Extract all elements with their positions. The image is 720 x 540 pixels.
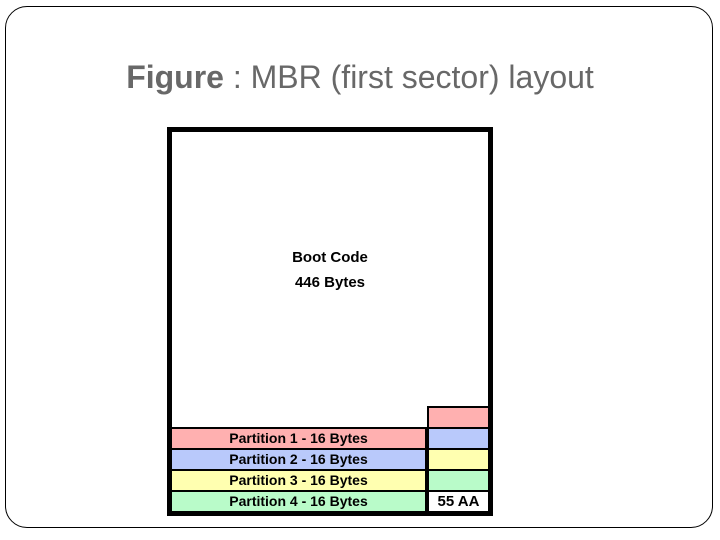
signature-cell-0 xyxy=(427,406,488,427)
page-title-strong: Figure xyxy=(126,59,224,95)
signature-cell-boot-signature: 55 AA xyxy=(427,490,488,511)
partition-row-1-label: Partition 1 - 16 Bytes xyxy=(229,430,368,446)
partition-row-4: Partition 4 - 16 Bytes xyxy=(172,490,427,511)
partition-row-3-label: Partition 3 - 16 Bytes xyxy=(229,472,368,488)
mbr-sector-box: Boot Code 446 Bytes 55 AA Partition 1 - xyxy=(167,127,493,516)
partition-row-4-label: Partition 4 - 16 Bytes xyxy=(229,493,368,509)
page-title: Figure : MBR (first sector) layout xyxy=(0,58,720,96)
partition-row-2: Partition 2 - 16 Bytes xyxy=(172,448,427,469)
boot-code-title: Boot Code xyxy=(292,249,368,266)
boot-signature-label: 55 AA xyxy=(437,493,480,510)
mbr-sector-inner: Boot Code 446 Bytes 55 AA Partition 1 - xyxy=(172,132,488,511)
boot-code-label: Boot Code 446 Bytes xyxy=(172,245,488,295)
signature-cell-2 xyxy=(427,448,488,469)
partition-row-2-label: Partition 2 - 16 Bytes xyxy=(229,451,368,467)
partition-row-1: Partition 1 - 16 Bytes xyxy=(172,427,427,448)
boot-code-size: 446 Bytes xyxy=(294,274,366,291)
signature-cell-3 xyxy=(427,469,488,490)
partition-row-3: Partition 3 - 16 Bytes xyxy=(172,469,427,490)
page-title-rest: : MBR (first sector) layout xyxy=(223,59,594,95)
signature-cell-1 xyxy=(427,427,488,448)
